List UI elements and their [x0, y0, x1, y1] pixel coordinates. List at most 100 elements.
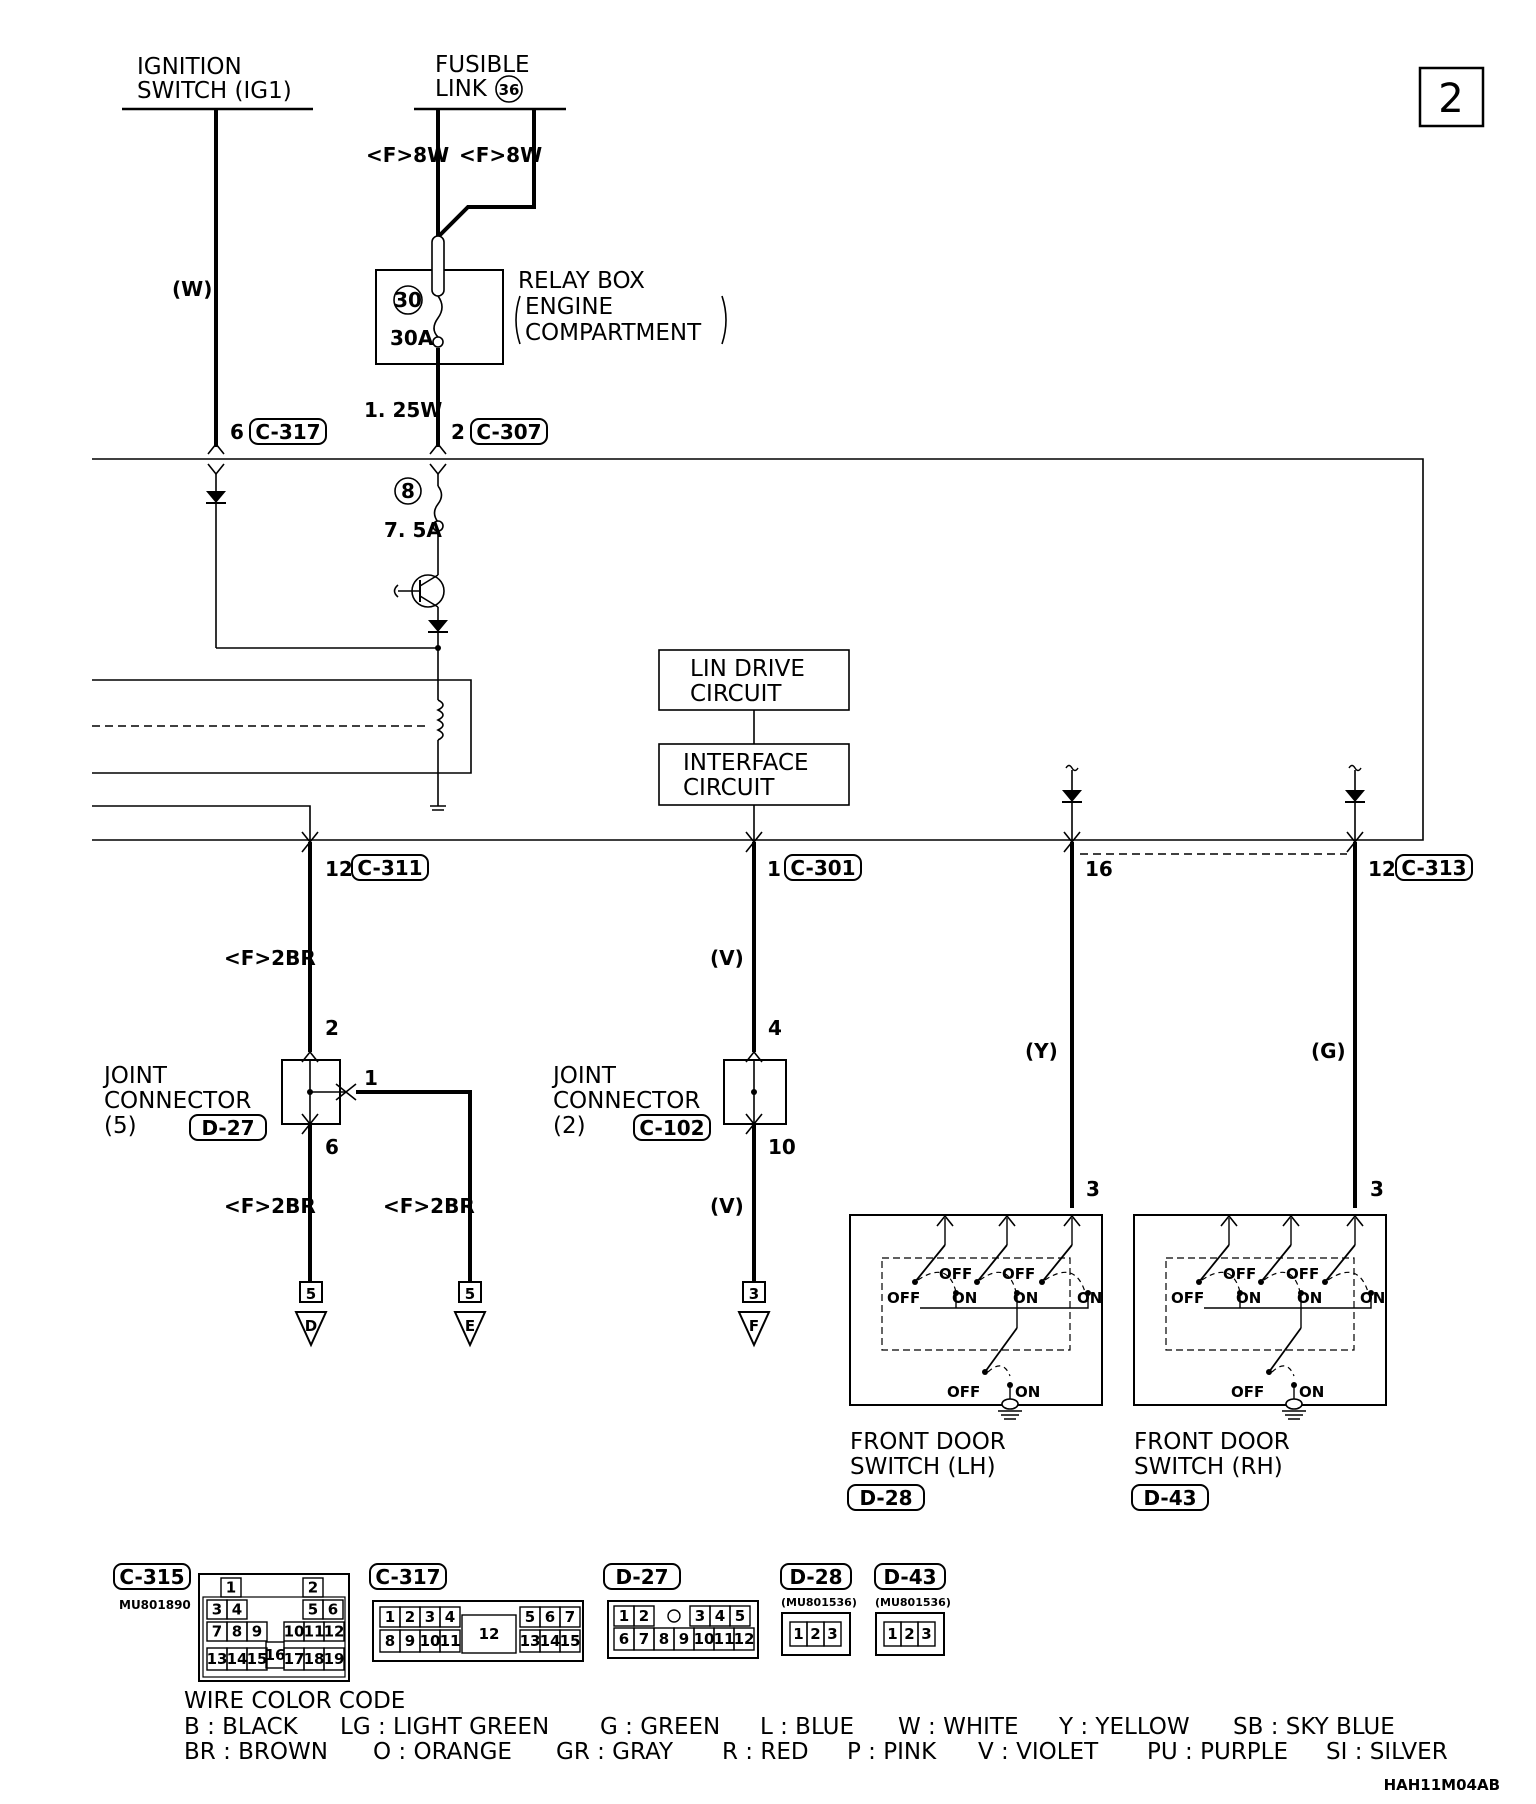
joint5-pin-in: 2	[325, 1016, 339, 1040]
wire-g-label: (G)	[1311, 1039, 1346, 1063]
legend-entry: BR : BROWN	[184, 1739, 328, 1765]
c317-pin: 10	[420, 1632, 441, 1650]
door-rh-tag	[1131, 1484, 1209, 1511]
door-lh-pin: 3	[1086, 1177, 1100, 1201]
relay-box-title: RELAY BOX	[518, 268, 645, 294]
d27-pin: 5	[735, 1607, 745, 1625]
c317-pin: 6	[230, 420, 244, 444]
c317-pin: 9	[405, 1632, 415, 1650]
c317-pin: 8	[385, 1632, 395, 1650]
page-number: 2	[1438, 76, 1463, 122]
coil-ground	[430, 805, 446, 811]
terminal-d	[294, 1281, 328, 1348]
c315-pin: 17	[284, 1650, 305, 1668]
c301-pin: 1	[767, 857, 781, 881]
cv-d43-id: D-43	[883, 1565, 936, 1589]
cv-d28-body	[781, 1612, 851, 1656]
d27-pin: 6	[619, 1630, 629, 1648]
d43-cell	[917, 1621, 936, 1647]
joint2-t2: CONNECTOR	[553, 1088, 700, 1114]
ignition-label-2: SWITCH (IG1)	[137, 78, 292, 104]
rh-on-3: ON	[1360, 1289, 1385, 1307]
c315-pin: 13	[207, 1650, 228, 1668]
terminal-f	[737, 1281, 771, 1348]
joint5-arrow-side	[335, 1083, 357, 1101]
c315-pin: 10	[284, 1623, 305, 1641]
cv-c317-tag	[369, 1563, 447, 1590]
joint5-t2: CONNECTOR	[104, 1088, 251, 1114]
legend-entry: Y : YELLOW	[1058, 1714, 1190, 1740]
cv-c315-body	[198, 1573, 350, 1682]
c317-pin: 13	[520, 1632, 541, 1650]
fusible-num-circle	[495, 75, 523, 103]
cv-c315-part: MU801890	[119, 1598, 191, 1612]
c315-cell	[302, 1577, 324, 1598]
wire-color-w: (W)	[172, 277, 212, 301]
wire-f2br-a: <F>2BR	[224, 946, 316, 970]
cv-d28-id: D-28	[789, 1565, 842, 1589]
relay-outline	[92, 679, 472, 774]
fuse-30-num: 30	[394, 288, 422, 312]
cv-c315-id: C-315	[119, 1565, 184, 1589]
door-lh-t1: FRONT DOOR	[850, 1429, 1006, 1455]
rh-on-4: ON	[1299, 1383, 1324, 1401]
lh-off-1: OFF	[887, 1289, 920, 1307]
fuse-30-terminal	[432, 336, 444, 348]
c317-cell	[461, 1614, 517, 1654]
c301-id: C-301	[790, 856, 855, 880]
c317-cell	[559, 1629, 581, 1653]
joint5-pin-side: 1	[364, 1066, 378, 1090]
door-lh-t2: SWITCH (LH)	[850, 1454, 996, 1480]
d27-pin: 7	[639, 1630, 649, 1648]
d28-pin: 3	[827, 1625, 837, 1643]
page-number-box	[1418, 66, 1485, 128]
fuse-8-rating: 7. 5A	[384, 518, 442, 542]
door-lh-tag	[847, 1484, 925, 1511]
c315-pin: 5	[308, 1601, 318, 1619]
wire-y-label: (Y)	[1025, 1039, 1058, 1063]
transistor-collector	[419, 574, 439, 587]
door-rh-id: D-43	[1143, 1486, 1196, 1510]
cv-c315-tag	[113, 1563, 191, 1590]
legend-title: WIRE COLOR CODE	[184, 1688, 405, 1714]
lh-off-2: OFF	[939, 1265, 972, 1283]
c301-tag	[784, 854, 862, 881]
legend-entry: O : ORANGE	[373, 1739, 512, 1765]
c317-cell	[439, 1629, 461, 1653]
cv-d43-part: (MU801536)	[875, 1596, 951, 1609]
wire-v-a: (V)	[710, 946, 744, 970]
c317-pin: 5	[525, 1608, 535, 1626]
rh-off-1: OFF	[1171, 1289, 1204, 1307]
rh-off-4: OFF	[1231, 1383, 1264, 1401]
c315-cell	[246, 1621, 268, 1642]
legend-entry: L : BLUE	[760, 1714, 854, 1740]
fusible-label-2: LINK	[435, 76, 488, 102]
joint2-pin-in: 4	[768, 1016, 782, 1040]
c313-tag	[1395, 854, 1473, 881]
joint2-pin-out: 10	[768, 1135, 796, 1159]
c317-cell	[439, 1606, 461, 1628]
relay-box-sub2: COMPARTMENT	[525, 320, 702, 346]
wire-joint5-side	[356, 1090, 472, 1290]
c315-pin: 2	[308, 1579, 318, 1597]
c315-pin: 18	[304, 1650, 325, 1668]
c315-pin: 8	[232, 1623, 242, 1641]
terminal-f-num: 3	[749, 1285, 759, 1303]
relay-box-paren-l	[515, 295, 521, 345]
cv-c317-id: C-317	[375, 1565, 440, 1589]
c315-pin: 6	[328, 1601, 338, 1619]
c315-cell	[322, 1599, 344, 1620]
c317-pin: 14	[540, 1632, 561, 1650]
joint5-t1: JOINT	[102, 1063, 168, 1089]
diagram-code: HAH11M04AB	[1384, 1776, 1500, 1794]
c313-pin16: 16	[1085, 857, 1113, 881]
cv-d27-id: D-27	[615, 1565, 668, 1589]
joint2-t3: (2)	[553, 1113, 586, 1139]
c317-pin: 3	[425, 1608, 435, 1626]
wire-f8w-right	[436, 109, 536, 239]
door-switch-lh	[849, 1214, 1103, 1420]
